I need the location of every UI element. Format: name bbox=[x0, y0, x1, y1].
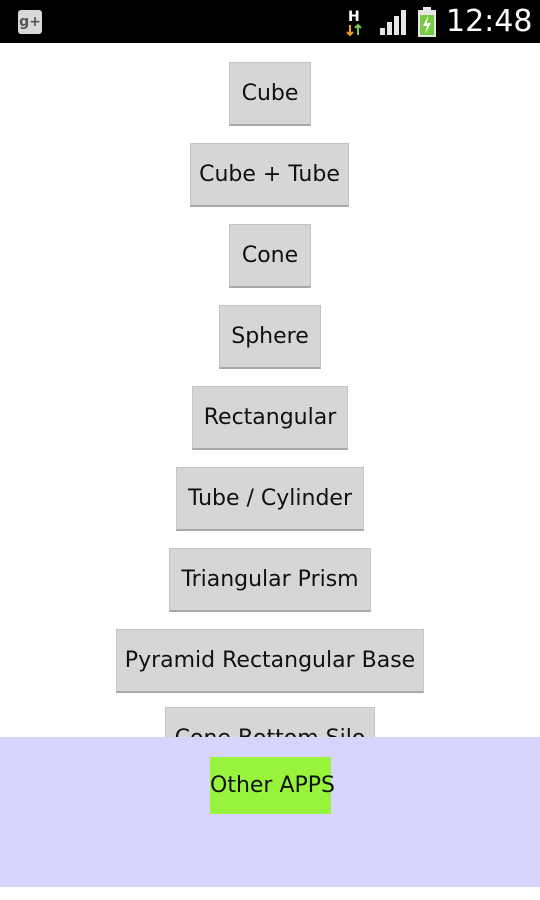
pyramid-rectangular-base-button[interactable]: Pyramid Rectangular Base bbox=[116, 629, 424, 693]
cube-tube-button[interactable]: Cube + Tube bbox=[190, 143, 349, 207]
status-time: 12:48 bbox=[446, 4, 533, 39]
google-plus-icon: g+ bbox=[18, 10, 42, 34]
battery-charging-icon bbox=[418, 7, 436, 37]
rectangular-button[interactable]: Rectangular bbox=[192, 386, 348, 450]
signal-icon bbox=[380, 10, 406, 35]
status-bar: g+ H 12:48 bbox=[0, 0, 540, 43]
cone-button[interactable]: Cone bbox=[229, 224, 311, 288]
network-h-icon: H bbox=[346, 9, 362, 37]
triangular-prism-button[interactable]: Triangular Prism bbox=[169, 548, 371, 612]
sphere-button[interactable]: Sphere bbox=[219, 305, 321, 369]
other-apps-panel: Other APPS bbox=[0, 737, 540, 887]
bottom-strip bbox=[0, 887, 540, 900]
other-apps-button[interactable]: Other APPS bbox=[210, 757, 335, 814]
network-type-label: H bbox=[348, 9, 360, 25]
cube-button[interactable]: Cube bbox=[229, 62, 311, 126]
tube-cylinder-button[interactable]: Tube / Cylinder bbox=[176, 467, 364, 531]
